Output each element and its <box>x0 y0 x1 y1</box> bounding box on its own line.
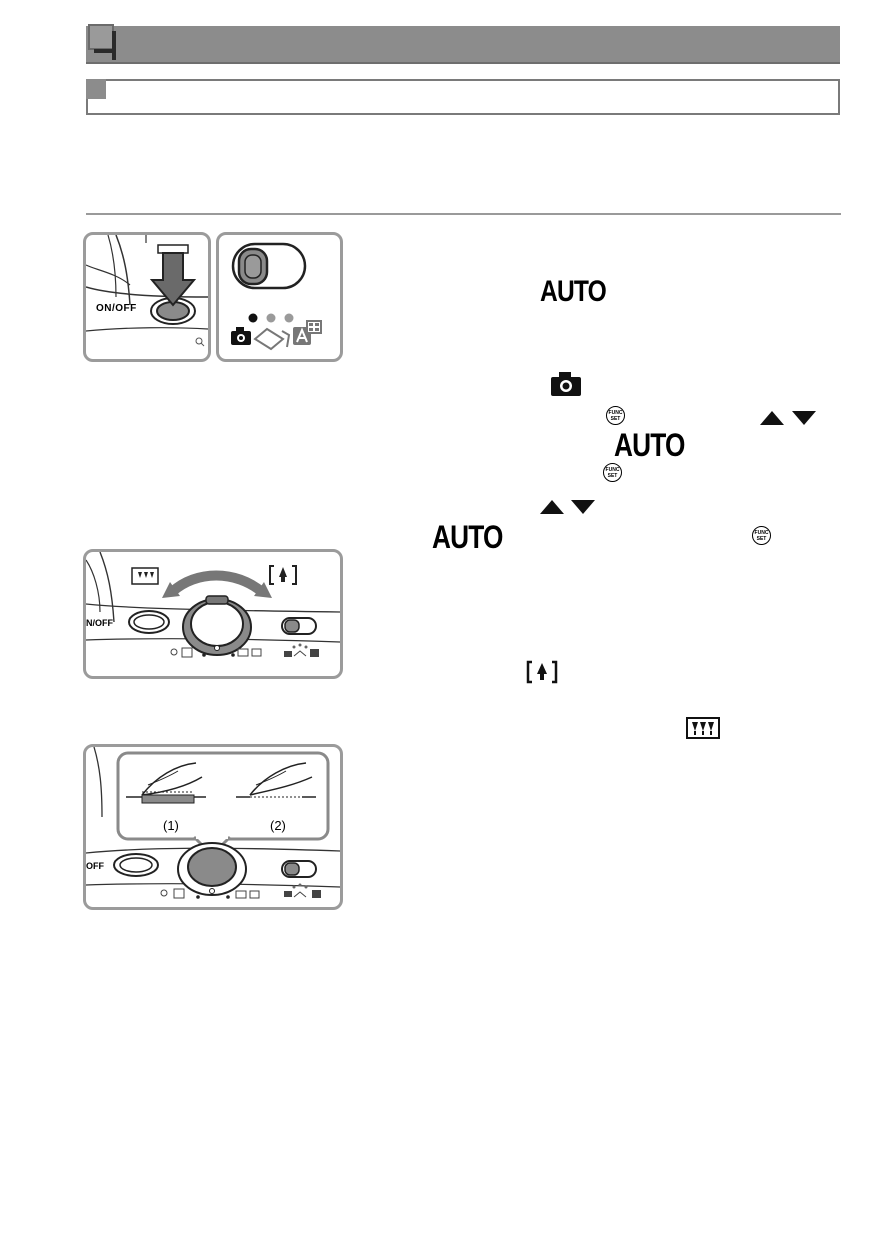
section-divider <box>86 213 841 215</box>
full-press-label: (2) <box>270 818 286 833</box>
power-button-illustration: ON/OFF <box>83 232 211 362</box>
section-header-bar <box>86 26 840 64</box>
zoom-lever-illustration: N/OFF <box>83 549 343 679</box>
down-arrow-icon <box>571 500 595 514</box>
camera-icon <box>551 372 581 396</box>
subsection-header-square <box>86 79 106 99</box>
up-arrow-icon <box>540 500 564 514</box>
on-off-label-partial: N/OFF <box>86 618 113 628</box>
auto-mode-icon: AUTO <box>540 275 607 308</box>
telephoto-icon <box>526 660 558 684</box>
wide-angle-icon <box>686 717 720 739</box>
subsection-header-bar <box>86 79 840 115</box>
half-press-label: (1) <box>163 818 179 833</box>
section-header-square <box>88 24 114 50</box>
mode-switch-illustration <box>216 232 343 362</box>
off-label-partial: OFF <box>86 861 104 871</box>
down-arrow-icon <box>792 411 816 425</box>
up-arrow-icon <box>760 411 784 425</box>
on-off-label: ON/OFF <box>96 303 137 314</box>
header-square-shadow <box>112 31 116 60</box>
auto-mode-icon: AUTO <box>432 519 503 555</box>
auto-mode-icon: AUTO <box>614 427 685 463</box>
shutter-press-illustration: OFF (1) (2) <box>83 744 343 910</box>
header-square-shadow-bottom <box>94 49 116 53</box>
